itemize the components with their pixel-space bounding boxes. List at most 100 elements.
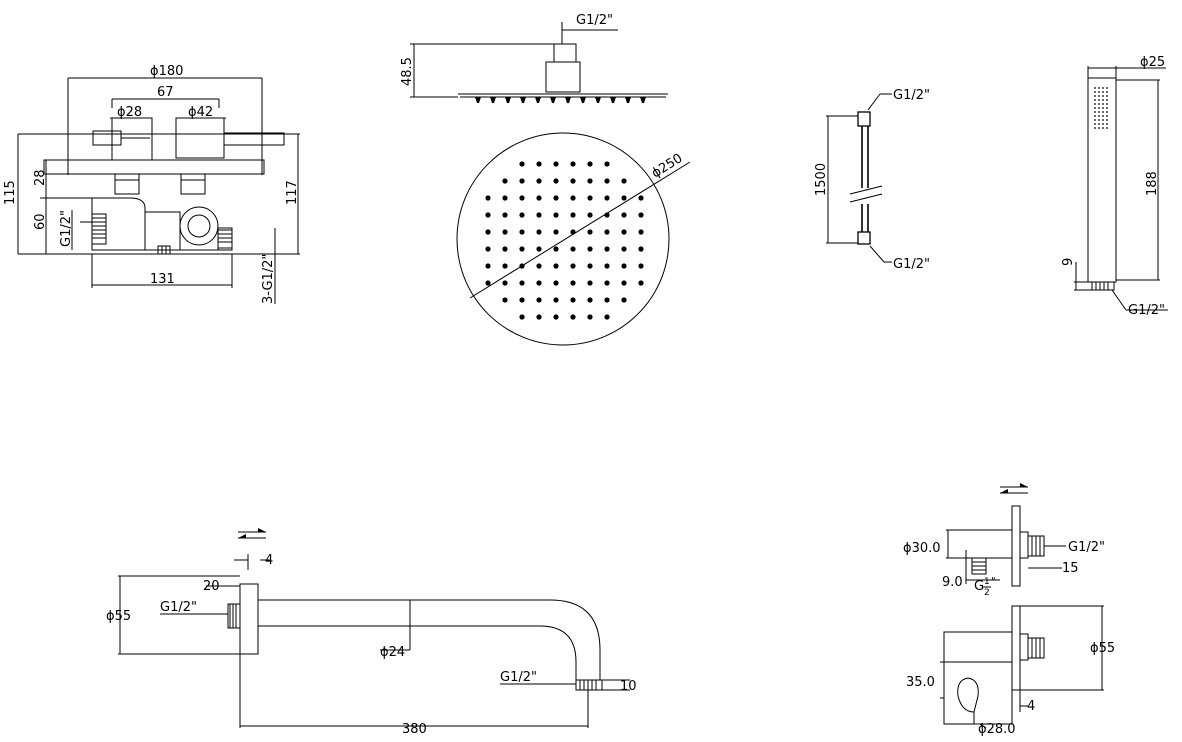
spray-hole xyxy=(536,246,542,252)
spray-hole xyxy=(587,297,593,303)
dim-arm-flange-diameter: ϕ55 xyxy=(106,609,131,624)
dim-arm-pipe-diameter: ϕ24 xyxy=(380,645,405,660)
spray-hole xyxy=(604,297,610,303)
spray-hole xyxy=(638,212,644,218)
spray-hole xyxy=(485,246,491,252)
spray-hole xyxy=(502,212,508,218)
spray-hole xyxy=(1094,119,1096,121)
spray-hole xyxy=(536,178,542,184)
dim-outlet-flange-diameter: ϕ55 xyxy=(1090,641,1115,656)
dim-mixer-spacing: 67 xyxy=(157,85,174,100)
dim-mixer-upper: 28 xyxy=(33,169,48,186)
spray-hole xyxy=(604,263,610,269)
dim-head-diameter: ϕ250 xyxy=(649,151,685,181)
mixer-valve-drawing: ϕ180 67 ϕ28 ϕ42 115 28 60 G1/2" 131 3-G1… xyxy=(3,64,300,304)
nozzle xyxy=(535,97,541,103)
spray-hole xyxy=(502,246,508,252)
spray-hole xyxy=(638,263,644,269)
spray-hole xyxy=(1106,115,1108,117)
spray-hole xyxy=(587,178,593,184)
spray-hole xyxy=(604,280,610,286)
spray-hole xyxy=(536,263,542,269)
spray-hole xyxy=(553,263,559,269)
spray-hole xyxy=(1094,99,1096,101)
spray-hole xyxy=(536,195,542,201)
spray-hole xyxy=(587,161,593,167)
hand-shower-spray-holes xyxy=(1094,87,1108,129)
spray-hole xyxy=(570,280,576,286)
spray-hole xyxy=(1098,123,1100,125)
dim-hand-thread-len: 9 xyxy=(1061,258,1076,266)
spray-hole xyxy=(553,297,559,303)
spray-hole xyxy=(604,195,610,201)
spray-hole xyxy=(519,195,525,201)
spray-hole xyxy=(570,263,576,269)
spray-hole xyxy=(1094,103,1096,105)
spray-hole xyxy=(621,263,627,269)
dim-arm-thread-left: G1/2" xyxy=(160,600,197,615)
dim-mixer-depth: 117 xyxy=(285,180,300,205)
spray-hole xyxy=(570,229,576,235)
spray-hole xyxy=(1102,111,1104,113)
spray-hole xyxy=(536,314,542,320)
spray-hole xyxy=(553,178,559,184)
nozzle xyxy=(505,97,511,103)
spray-hole xyxy=(485,195,491,201)
spray-hole xyxy=(1102,127,1104,129)
spray-hole xyxy=(1106,119,1108,121)
spray-hole xyxy=(1106,99,1108,101)
dim-outlet-thread-len: 15 xyxy=(1062,561,1079,576)
shower-head-face-holes xyxy=(485,161,644,320)
wall-outlet-drawing: ϕ30.0 G1/2" 15 9.0 G 1 2 " ϕ55 35.0 4 ϕ2… xyxy=(903,483,1115,737)
dim-outlet-offset: 9.0 xyxy=(942,575,963,590)
spray-hole xyxy=(502,229,508,235)
spray-hole xyxy=(519,263,525,269)
spray-hole xyxy=(1106,127,1108,129)
spray-hole xyxy=(1106,107,1108,109)
spray-hole xyxy=(638,195,644,201)
spray-hole xyxy=(1098,127,1100,129)
spray-hole xyxy=(1102,103,1104,105)
spray-hole xyxy=(1106,111,1108,113)
spray-hole xyxy=(570,314,576,320)
spray-hole xyxy=(638,280,644,286)
spray-hole xyxy=(621,246,627,252)
spray-hole xyxy=(1094,111,1096,113)
spray-hole xyxy=(553,229,559,235)
spray-hole xyxy=(621,280,627,286)
spray-hole xyxy=(621,178,627,184)
spray-hole xyxy=(502,195,508,201)
dim-arm-flange-thick: 4 xyxy=(265,553,273,568)
dim-mixer-thread: G1/2" xyxy=(59,210,74,247)
spray-hole xyxy=(502,178,508,184)
spray-hole xyxy=(1098,91,1100,93)
spray-hole xyxy=(1098,99,1100,101)
dim-mixer-right-knob: ϕ42 xyxy=(188,105,213,120)
dim-outlet-holder-height: 35.0 xyxy=(906,675,935,690)
spray-hole xyxy=(536,212,542,218)
spray-hole xyxy=(604,229,610,235)
spray-hole xyxy=(1094,115,1096,117)
hand-shower-drawing: ϕ25 188 9 G1/2" xyxy=(1061,55,1168,318)
spray-hole xyxy=(604,178,610,184)
dim-head-thread: G1/2" xyxy=(576,13,613,28)
spray-hole xyxy=(1106,91,1108,93)
nozzle xyxy=(595,97,601,103)
spray-hole xyxy=(638,229,644,235)
dim-mixer-lower: 60 xyxy=(33,213,48,230)
spray-hole xyxy=(587,263,593,269)
spray-hole xyxy=(553,195,559,201)
spray-hole xyxy=(1102,95,1104,97)
dim-head-thickness: 48.5 xyxy=(400,57,415,86)
spray-hole xyxy=(587,195,593,201)
spray-hole xyxy=(1102,119,1104,121)
spray-hole xyxy=(1094,95,1096,97)
spray-hole xyxy=(553,246,559,252)
dim-outlet-body-diameter: ϕ30.0 xyxy=(903,541,941,556)
spray-hole xyxy=(519,229,525,235)
dim-mixer-height: 115 xyxy=(3,180,18,205)
spray-hole xyxy=(1094,91,1096,93)
spray-hole xyxy=(519,280,525,286)
spray-hole xyxy=(1106,123,1108,125)
